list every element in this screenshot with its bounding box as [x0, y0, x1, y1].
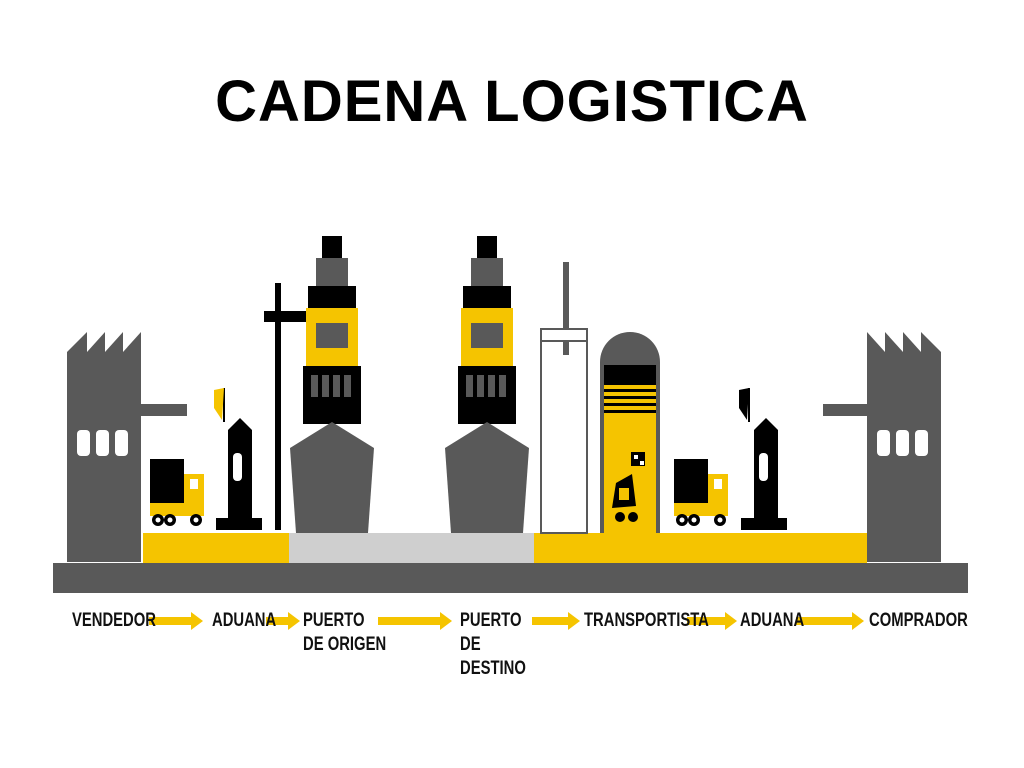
stage-label-puerto-origen: PUERTO DE ORIGEN — [303, 610, 387, 655]
platform-right-yellow — [534, 533, 867, 563]
platform-water-gray — [289, 533, 534, 563]
arrow-5-icon — [687, 612, 737, 630]
factory-left-icon — [67, 332, 187, 562]
arrow-3-icon — [378, 612, 452, 630]
stage-label-aduana-destination: ADUANA — [740, 610, 805, 631]
stage-label-aduana-origin: ADUANA — [212, 610, 277, 631]
arrow-2-icon — [266, 612, 300, 630]
arrow-6-icon — [796, 612, 864, 630]
ground-road — [53, 563, 968, 593]
arrow-4-icon — [532, 612, 580, 630]
customs-post-left-icon — [214, 388, 262, 530]
port-destination-icon — [445, 236, 529, 533]
silo-icon — [540, 262, 588, 534]
arrow-1-icon — [149, 612, 203, 630]
platform-left-yellow — [143, 533, 289, 563]
page-title: CADENA LOGISTICA — [215, 69, 809, 134]
crane-left-icon — [264, 283, 308, 530]
stage-label-puerto-destino: PUERTO DE DESTINO — [460, 610, 526, 679]
truck-left-icon — [150, 459, 204, 526]
warehouse-icon — [600, 332, 660, 533]
factory-right-icon — [823, 332, 941, 562]
stage-label-transportista: TRANSPORTISTA — [584, 610, 709, 631]
stage-label-comprador: COMPRADOR — [869, 610, 968, 631]
port-origin-icon — [290, 236, 374, 533]
stage-label-vendedor: VENDEDOR — [72, 610, 156, 631]
truck-right-icon — [674, 459, 728, 526]
customs-post-right-icon — [739, 388, 787, 530]
